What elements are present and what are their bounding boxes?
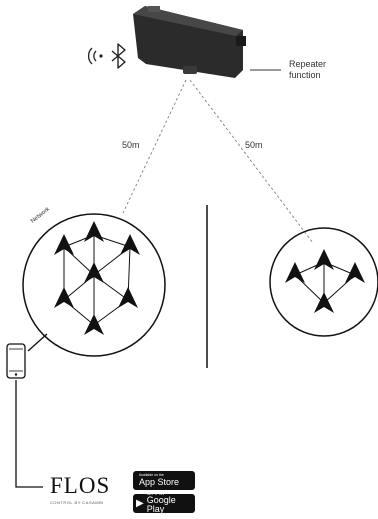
- network-circle-left: [22, 213, 166, 357]
- light-fixture-icon: [84, 221, 104, 242]
- network-nodes-left: [54, 221, 140, 335]
- light-fixture-icon: [285, 262, 305, 283]
- light-fixture-icon: [84, 262, 104, 283]
- light-fixture-icon: [345, 262, 365, 283]
- google-play-big-text: Google Play: [146, 495, 176, 515]
- app-connector-line: [15, 380, 43, 488]
- light-fixture-icon: [84, 314, 104, 335]
- google-play-icon: ▶: [136, 498, 144, 509]
- distance-label-left: 50m: [122, 140, 140, 150]
- wireless-signal-icon: [87, 47, 103, 65]
- network-links-left: [63, 234, 131, 326]
- repeater-label: Repeater function: [289, 59, 326, 81]
- app-store-big-text: App Store: [139, 476, 180, 487]
- distance-label-right: 50m: [245, 140, 263, 150]
- brand-tagline: CONTROL BY CASAMBI: [50, 500, 104, 505]
- light-fixture-icon: [118, 287, 138, 308]
- network-circle-right: [269, 227, 378, 337]
- light-fixture-icon: [54, 287, 74, 308]
- app-store-small-text: Available on the: [139, 473, 164, 478]
- phone-link-line: [27, 333, 48, 352]
- smartphone-icon: [6, 343, 26, 379]
- light-fixture-icon: [314, 292, 334, 313]
- app-store-badge[interactable]: Available on the App Store: [133, 471, 195, 490]
- flos-logo: FLOS: [50, 473, 111, 498]
- bluetooth-icon: [111, 43, 126, 69]
- light-fixture-icon: [314, 249, 334, 270]
- light-fixture-icon: [54, 234, 74, 255]
- repeater-label-line2: function: [289, 70, 321, 80]
- repeater-device: [133, 6, 246, 78]
- repeater-label-line1: Repeater: [289, 59, 327, 69]
- light-fixture-icon: [120, 234, 140, 255]
- range-line-right: [189, 79, 314, 244]
- google-play-small-text: GET IT ON: [146, 491, 165, 496]
- network-nodes-right: [285, 249, 365, 313]
- google-play-badge[interactable]: ▶ GET IT ON Google Play: [133, 491, 195, 515]
